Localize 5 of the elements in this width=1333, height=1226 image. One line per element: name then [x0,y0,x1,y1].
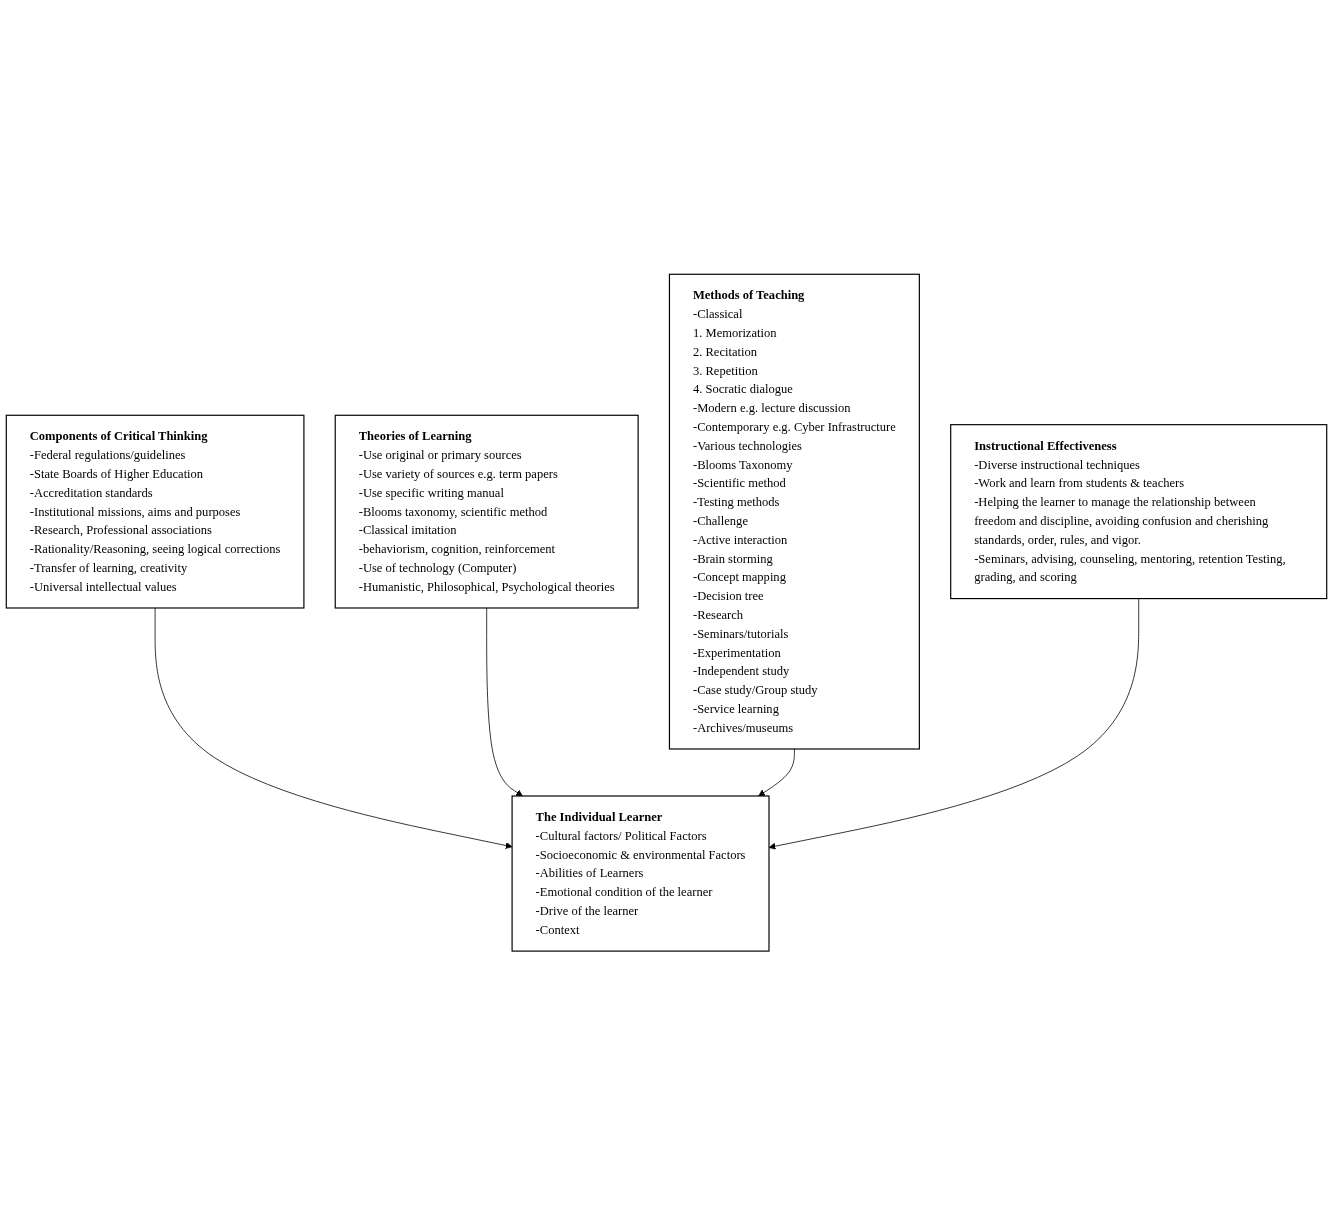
node-box: Components of Critical Thinking -Federal regulations/guidelines -State Boards of Higher Education -Accreditation standards -Institutional missions, aims and purposes -Research, Professional associations -Rationality/Reasoning, seeing logical corrections -Transfer of learning, creativity -Universal intellectual values [5,415,305,609]
node-box: Methods of Teaching -Classical 1. Memorization 2. Recitation 3. Repetition 4. Socratic dialogue -Modern e.g. lecture discussion -Contemporary e.g. Cyber Infrastructure -Various technologies -Blooms Taxonomy -Scientific method -Testing methods -Challenge -Active interaction -Brain storming -Concept mapping -Decision tree -Research -Seminars/tutorials -Experimentation -Independent study -Case study/Group study -Service learning -Archives/museums [668,274,920,750]
node-box: Instructional Effectiveness -Diverse instructional techniques -Work and learn from students & teachers -Helping the learner to manage the relationship between freedom and discipline, avoiding confusion and cherishing standards, order, rules, and vigor. -Seminars, advising, counseling, mentoring, retention Testing, grading, and scoring [950,424,1328,600]
node-box: The Individual Learner -Cultural factors/ Political Factors -Socioeconomic & environmental Factors -Abilities of Learners -Emotional condition of the learner -Drive of the learner -Context [511,795,770,952]
node-box: Theories of Learning -Use original or primary sources -Use variety of sources e.g. term papers -Use specific writing manual -Blooms taxonomy, scientific method -Classical imitation -behaviorism, cognition, reinforcement -Use of technology (Computer) -Humanistic, Philosophical, Psychological theories [334,415,639,609]
